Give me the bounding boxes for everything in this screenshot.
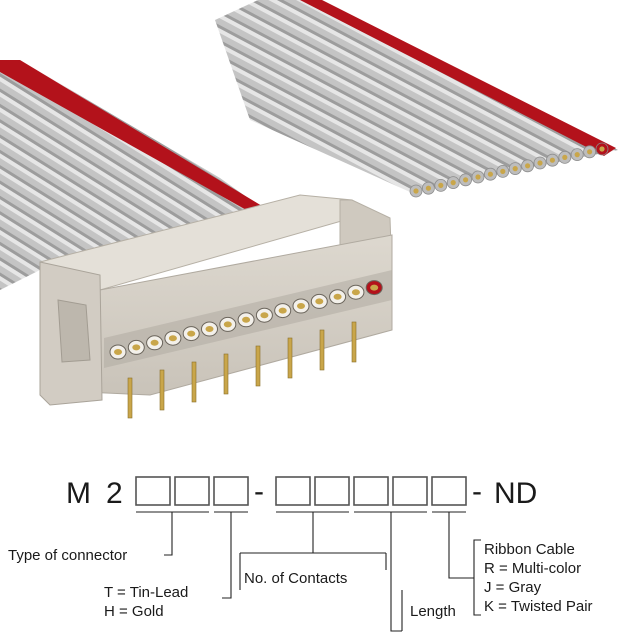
code-box-3 — [213, 476, 249, 506]
pcb-pin-row — [127, 321, 357, 419]
contact-gold — [114, 349, 122, 355]
contact-gold — [223, 321, 232, 328]
conductor-core — [549, 157, 556, 163]
housing-latch-window — [57, 299, 91, 363]
contact-gold — [187, 330, 196, 337]
contact-gold — [168, 335, 177, 342]
conductor-core — [500, 168, 506, 174]
conductor-core — [463, 177, 469, 183]
conductor-core — [599, 146, 605, 152]
ribbon-red-stripe-right — [300, 0, 616, 156]
part-number-dash-1: - — [254, 475, 264, 508]
pcb-pin — [223, 353, 229, 395]
cable-ends — [409, 142, 609, 198]
label-ribbon-r: R = Multi-color — [484, 560, 581, 577]
conductor-core — [438, 182, 444, 188]
contact-row — [109, 280, 383, 360]
leader-plating-stem — [222, 512, 232, 599]
conductor-core — [562, 154, 568, 160]
label-ribbon-j: J = Gray — [484, 579, 542, 596]
label-type-of-connector: Type of connector — [8, 547, 127, 564]
conductor-core — [512, 166, 518, 172]
contact-gold — [278, 307, 287, 314]
contact-gold — [150, 339, 159, 346]
part-number-prefix-m: M — [66, 477, 91, 510]
label-length: Length — [410, 603, 456, 620]
label-plating-t: T = Tin-Lead — [104, 584, 188, 601]
contact-gold — [205, 326, 214, 332]
conductor-core — [487, 171, 493, 177]
code-box-7 — [392, 476, 428, 506]
label-no-of-contacts: No. of Contacts — [244, 570, 347, 587]
contact-gold — [297, 303, 305, 309]
connector-housing — [39, 194, 393, 419]
part-number-dash-2: - — [472, 475, 482, 508]
label-ribbon-cable: Ribbon Cable — [484, 541, 575, 558]
label-plating-h: H = Gold — [104, 603, 164, 620]
contact-gold — [370, 284, 379, 291]
conductor-core — [425, 185, 431, 191]
pcb-pin — [351, 321, 357, 363]
label-ribbon-k: K = Twisted Pair — [484, 598, 593, 615]
part-number-suffix: ND — [494, 477, 537, 510]
pcb-pin — [191, 361, 197, 403]
pcb-pin — [127, 377, 133, 419]
ribbon-cable-left — [0, 60, 262, 290]
leader-ribbon-bracket — [473, 539, 481, 616]
code-box-6 — [353, 476, 389, 506]
contact-gold — [351, 289, 360, 296]
contact-gold — [260, 312, 269, 319]
part-number: M 2 - - ND — [66, 475, 537, 510]
ribbon-cable-illustration — [0, 0, 618, 290]
pcb-pin — [255, 345, 261, 387]
code-box-8 — [431, 476, 467, 506]
ribbon-cable-right — [215, 0, 618, 192]
contact-gold — [132, 344, 141, 351]
ribbon-red-stripe-left — [0, 60, 262, 212]
code-box-1 — [135, 476, 171, 506]
leader-length-stem — [390, 512, 402, 632]
leader-ribbon-stem — [448, 512, 474, 579]
leader-lines — [136, 511, 481, 632]
contact-gold — [242, 316, 251, 323]
conductor-core — [537, 160, 543, 166]
conductor-core — [525, 163, 531, 169]
code-box-2 — [174, 476, 210, 506]
leader-type-stem — [164, 512, 173, 556]
pcb-pin — [287, 337, 293, 379]
legend-labels: Type of connector T = Tin-Lead H = Gold … — [8, 541, 593, 620]
conductor-core — [587, 149, 593, 155]
part-number-prefix-2: 2 — [106, 477, 123, 510]
contact-gold — [333, 293, 342, 300]
pcb-pin — [159, 369, 165, 411]
contact-gold — [315, 298, 324, 305]
pcb-pin — [319, 329, 325, 371]
code-box-5 — [314, 476, 350, 506]
conductor-core — [450, 180, 456, 186]
conductor-core — [413, 188, 419, 194]
conductor-core — [475, 174, 481, 180]
conductor-core — [574, 152, 580, 158]
code-box-4 — [275, 476, 311, 506]
